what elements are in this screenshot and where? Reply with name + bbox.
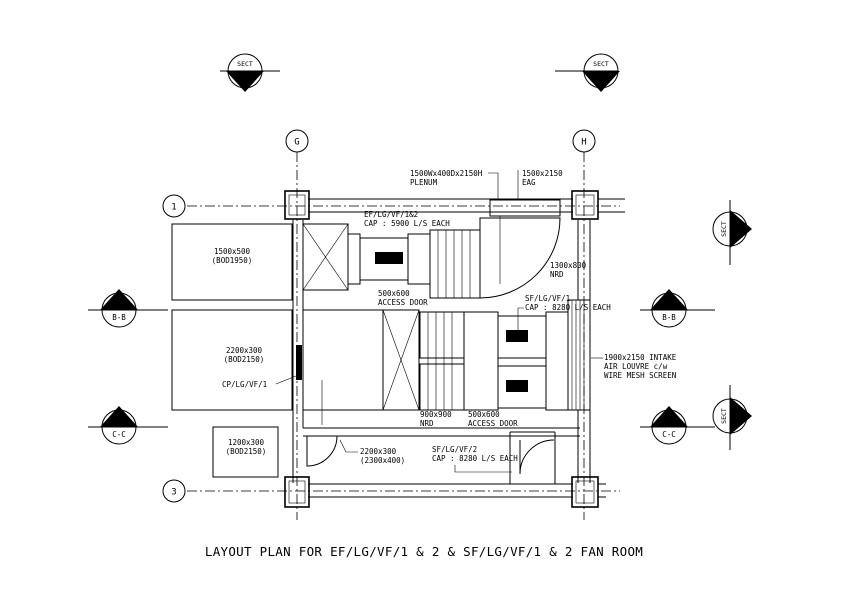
section-marker-f-top: SECT F-F	[712, 200, 752, 265]
section-sect-label: SECT	[720, 221, 728, 237]
duct3-bod-label: (BOD2150)	[226, 447, 267, 456]
columns	[284, 190, 599, 508]
drawing-title: LAYOUT PLAN FOR EF/LG/VF/1 & 2 & SF/LG/V…	[205, 544, 643, 559]
access-door-size-label-2: 500x600	[468, 410, 500, 419]
access-door-size-label: 500x600	[378, 289, 410, 298]
section-marker-b-left: SECT B-B	[88, 289, 168, 328]
section-sect-label: SECT	[111, 300, 127, 308]
nrd2-size-label: 900x900	[420, 410, 452, 419]
duct2-size-label: 2200x300	[226, 346, 263, 355]
section-sect-label: SECT	[111, 417, 127, 425]
duct4-bod-label: (2300x400)	[360, 456, 405, 465]
grid-label-h: H	[581, 138, 586, 148]
sf1-cap-label: CAP : 8280 L/S EACH	[525, 303, 611, 312]
section-marker-c-right: SECT C-C	[640, 406, 715, 445]
section-label: C-C	[662, 430, 676, 439]
ef-tag-label: EF/LG/VF/1&2	[364, 210, 418, 219]
section-label: F-F	[734, 409, 743, 423]
duct-2	[171, 309, 420, 425]
grid-label-3: 3	[171, 488, 176, 498]
section-marker-e-right: SECT E-E	[555, 53, 620, 92]
eag-label: EAG	[522, 178, 536, 187]
section-marker-e-left: SECT E-E	[220, 53, 280, 92]
intake-label-line2: AIR LOUVRE c/w	[604, 362, 668, 371]
annotations: 1500Wx400Dx2150H PLENUM 1500x2150 EAG EF…	[212, 169, 677, 473]
nrd1-label: NRD	[550, 270, 564, 279]
plenum-size-label: 1500Wx400Dx2150H	[410, 169, 483, 178]
grid-label-1: 1	[171, 203, 176, 213]
duct2-bod-label: (BOD2150)	[224, 355, 265, 364]
duct1-bod-label: (BOD1950)	[212, 256, 253, 265]
intake-label-line3: WIRE MESH SCREEN	[604, 371, 676, 380]
room-walls	[292, 198, 625, 498]
section-sect-label: SECT	[593, 60, 609, 68]
cp-unit	[296, 345, 302, 380]
duct4-size-label: 2200x300	[360, 447, 397, 456]
nrd2-label: NRD	[420, 419, 434, 428]
grid-bubble-h: H	[572, 129, 596, 153]
intake-label-line1: 1900x2150 INTAKE	[604, 353, 677, 362]
cp-tag-label: CP/LG/VF/1	[222, 380, 267, 389]
sf2-tag-label: SF/LG/VF/2	[432, 445, 477, 454]
duct-3	[212, 426, 279, 478]
door-left	[306, 435, 338, 467]
section-sect-label: SECT	[661, 417, 677, 425]
duct1-size-label: 1500x500	[214, 247, 251, 256]
door-right	[519, 439, 555, 475]
access-door-label: ACCESS DOOR	[378, 298, 428, 307]
duct3-size-label: 1200x300	[228, 438, 265, 447]
section-label: F-F	[734, 222, 743, 236]
duct-1	[171, 223, 349, 301]
supply-fan-assembly	[419, 299, 591, 411]
section-sect-label: SECT	[661, 300, 677, 308]
grid-lines	[187, 152, 620, 520]
section-label: B-B	[112, 313, 126, 322]
section-marker-b-right: SECT B-B	[640, 289, 715, 328]
section-label: E-E	[238, 73, 252, 82]
exhaust-fan-assembly	[347, 199, 561, 299]
access-door-label-2: ACCESS DOOR	[468, 419, 518, 428]
section-label: C-C	[112, 430, 126, 439]
grid-bubble-g: G	[285, 129, 309, 153]
section-marker-f-bottom: SECT F-F	[712, 385, 752, 450]
section-sect-label: SECT	[237, 60, 253, 68]
section-label: E-E	[594, 73, 608, 82]
section-sect-label: SECT	[720, 408, 728, 424]
nrd1-size-label: 1300x800	[550, 261, 587, 270]
sf1-tag-label: SF/LG/VF/1	[525, 294, 570, 303]
plenum-label: PLENUM	[410, 178, 438, 187]
section-marker-c-left: SECT C-C	[88, 406, 168, 445]
grid-label-g: G	[294, 138, 299, 148]
grid-bubble-1: 1	[162, 194, 186, 218]
eag-size-label: 1500x2150	[522, 169, 563, 178]
ef-cap-label: CAP : 5900 L/S EACH	[364, 219, 450, 228]
section-label: B-B	[662, 313, 676, 322]
sf2-cap-label: CAP : 8280 L/S EACH	[432, 454, 518, 463]
grid-bubble-3: 3	[162, 479, 186, 503]
